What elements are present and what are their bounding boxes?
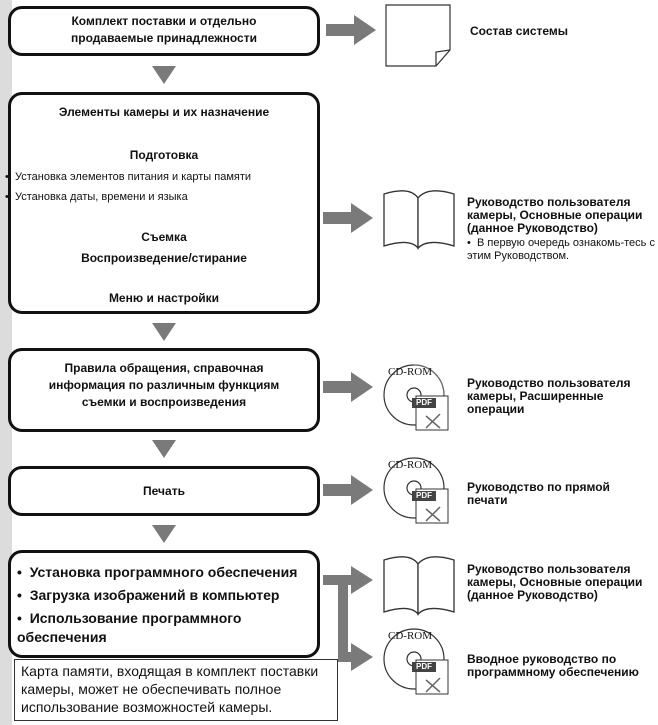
software-item-1-text: Установка программного обеспечения	[29, 564, 298, 580]
cd-pdf-icon-1	[383, 364, 449, 431]
cd-label-1: CD-ROM	[388, 366, 433, 378]
software-item-1: • Установка программного обеспечения	[17, 563, 313, 582]
down-arrow-2	[152, 323, 176, 341]
software-item-3: • Использование программного обеспечения	[17, 609, 247, 647]
pdf-label-1: PDF	[416, 398, 432, 407]
bullet-mark: •	[17, 610, 22, 626]
bullet-mark: •	[5, 191, 9, 203]
doc-direct-print: Руководство по прямой печати	[467, 480, 610, 507]
software-item-3-text: Использование программного обеспечения	[17, 610, 242, 645]
sheet-icon	[385, 4, 451, 67]
doc-basic-note: • В первую очередь ознакомь-тесь с этим …	[467, 237, 655, 263]
doc-basic: Руководство пользователя камеры, Основны…	[467, 195, 643, 235]
bullet-mark: •	[17, 587, 22, 603]
cd-label-2: CD-ROM	[388, 459, 433, 471]
step-rules-box: Правила обращения, справочная информация…	[8, 348, 320, 432]
right-arrow-1	[326, 15, 376, 45]
bullet-mark: •	[467, 237, 471, 249]
menu-text: Меню и настройки	[108, 291, 220, 305]
cd-pdf-icon-2	[383, 457, 449, 524]
playback-text: Воспроизведение/стирание	[81, 251, 247, 265]
down-arrow-1	[152, 66, 176, 84]
prep-text: Подготовка	[129, 148, 199, 162]
doc-software-intro: Вводное руководство по программному обес…	[467, 652, 639, 679]
step-kit-box: Комплект поставки и отдельно продаваемые…	[8, 6, 320, 56]
doc-basic-note-text: В первую очередь ознакомь-тесь с этим Ру…	[467, 237, 655, 262]
doc-basic-2: Руководство пользователя камеры, Основны…	[467, 562, 643, 602]
rules-text: Правила обращения, справочная информация…	[48, 361, 280, 409]
right-arrow-4	[323, 475, 373, 505]
step-kit-text: Комплект поставки и отдельно продаваемые…	[71, 14, 257, 45]
memory-card-note: Карта памяти, входящая в комплект постав…	[14, 659, 338, 721]
doc-system: Состав системы	[470, 24, 569, 38]
bullet-mark: •	[17, 564, 22, 580]
pdf-label-3: PDF	[416, 662, 432, 671]
book-icon-1	[383, 190, 455, 250]
camera-parts-text: Элементы камеры и их назначение	[58, 105, 270, 119]
down-arrow-3	[152, 440, 176, 458]
prep-item-2-text: Установка даты, времени и языка	[14, 191, 188, 203]
right-arrow-2	[323, 203, 373, 233]
shoot-text: Съемка	[141, 230, 187, 244]
right-arrow-3	[323, 372, 373, 402]
software-item-2-text: Загрузка изображений в компьютер	[29, 587, 280, 603]
software-item-2: • Загрузка изображений в компьютер	[17, 586, 313, 605]
step-print-box: Печать	[8, 466, 320, 516]
prep-item-1: • Установка элементов питания и карты па…	[5, 169, 315, 185]
down-arrow-4	[152, 525, 176, 543]
step-basic-box: Элементы камеры и их назначение Подготов…	[5, 92, 320, 314]
pdf-label-2: PDF	[416, 491, 432, 500]
prep-item-2: • Установка даты, времени и языка	[5, 189, 315, 205]
cd-label-3: CD-ROM	[388, 630, 433, 642]
doc-advanced: Руководство пользователя камеры, Расшире…	[467, 376, 631, 416]
bullet-mark: •	[5, 171, 9, 183]
branch-arrow	[323, 566, 373, 671]
prep-item-1-text: Установка элементов питания и карты памя…	[14, 171, 252, 183]
print-text: Печать	[143, 484, 185, 498]
step-software-box: • Установка программного обеспечения • З…	[8, 550, 320, 658]
cd-pdf-icon-3	[383, 628, 449, 695]
book-icon-2	[383, 556, 455, 616]
